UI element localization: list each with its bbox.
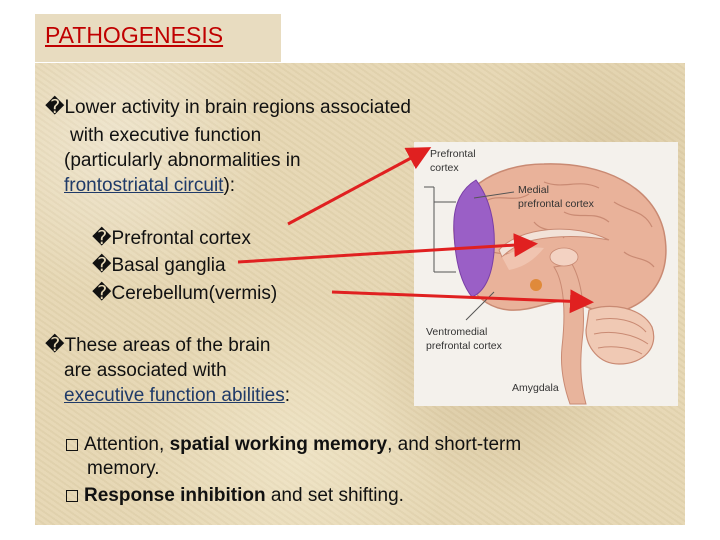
checkbox-square-icon <box>66 439 78 451</box>
bullet-1-line-3: (particularly abnormalities in <box>64 150 301 171</box>
bullet-1-line-4: frontostriatal circuit): <box>64 175 236 196</box>
sub-item-cerebellum: �Cerebellum(vermis) <box>92 283 278 304</box>
label-ventromedial-l2: prefrontal cortex <box>426 340 502 352</box>
checklist-item-2: Response inhibition and set shifting. <box>66 485 404 507</box>
arrow-basal-ganglia <box>237 233 538 264</box>
executive-function-link[interactable]: executive function abilities <box>64 385 285 406</box>
label-prefrontal-l1: Prefrontal <box>430 148 476 160</box>
arrow-cerebellum <box>331 289 594 314</box>
title-box <box>35 14 281 62</box>
arrow-to-prefrontal-label <box>287 147 432 226</box>
sub-item-basal-ganglia: �Basal ganglia <box>92 255 226 276</box>
label-medial-l2: prefrontal cortex <box>518 198 594 210</box>
bullet-2-line-3: executive function abilities: <box>64 385 291 406</box>
bullet-2-line-2: are associated with <box>64 360 227 381</box>
bullet-2-line-1: �These areas of the brain <box>45 335 271 356</box>
label-prefrontal-l2: cortex <box>430 162 459 174</box>
brain-diagram <box>424 163 667 405</box>
checkbox-square-icon <box>66 490 78 502</box>
bullet-1-line-2: with executive function <box>70 125 262 146</box>
bullet-1-line-1: �Lower activity in brain regions associa… <box>45 97 411 118</box>
page-title: PATHOGENESIS <box>45 22 224 48</box>
label-ventromedial-l1: Ventromedial <box>426 326 488 338</box>
bullet-1-glyph: � <box>45 97 65 118</box>
checklist-item-1: Attention, spatial working memory, and s… <box>66 434 521 456</box>
frontostriatal-link[interactable]: frontostriatal circuit <box>64 175 224 196</box>
sub-item-prefrontal: �Prefrontal cortex <box>92 228 251 249</box>
label-amygdala: Amygdala <box>512 382 559 394</box>
brain-illustration: Prefrontal cortex Medial prefrontal cort… <box>414 142 678 406</box>
checklist-item-1-cont: memory. <box>87 458 160 479</box>
label-medial-l1: Medial <box>518 184 549 196</box>
